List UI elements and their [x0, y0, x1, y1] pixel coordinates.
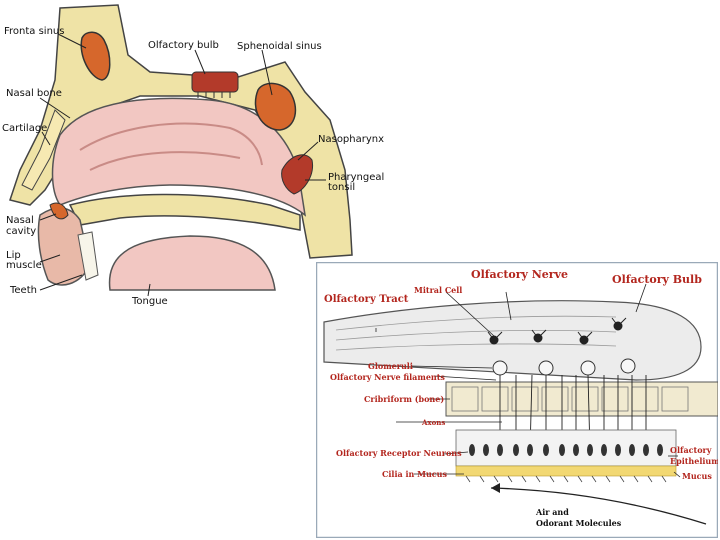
label-receptor-neurons: Olfactory Receptor Neurons	[336, 448, 462, 458]
nasal-turbinates	[79, 122, 263, 171]
label-mucus: Mucus	[682, 471, 712, 481]
tongue-shape	[108, 235, 276, 291]
glomeruli	[492, 358, 636, 376]
tract-fibers	[335, 315, 617, 351]
olfactory-leader-lines	[375, 283, 681, 478]
olfactory-bulb-tract-shape	[323, 300, 702, 381]
receptor-neurons	[469, 444, 663, 456]
label-nasal-cavity-2: cavity	[6, 226, 36, 237]
label-pharyngeal-2: tonsil	[328, 182, 355, 193]
olfactory-nerve-lines	[197, 92, 231, 98]
mucus-layer	[455, 465, 677, 477]
axons	[499, 374, 647, 453]
label-air-2: Odorant Molecules	[536, 518, 622, 528]
label-air-1: Air and	[535, 507, 569, 517]
sphenoidal-sinus	[254, 82, 297, 131]
hard-palate	[68, 193, 301, 231]
label-lip-2: muscle	[6, 260, 42, 271]
label-olfactory-nerve: Olfactory Nerve	[471, 268, 568, 281]
label-nasal-bone: Nasal bone	[6, 88, 62, 99]
label-pharyngeal-1: Pharyngeal	[328, 172, 384, 183]
label-nasopharynx: Nasopharynx	[318, 134, 384, 145]
epithelium-layer	[455, 429, 677, 467]
label-cartilage: Cartilage	[2, 123, 47, 134]
label-epithelium-2: Epithelium	[670, 456, 718, 466]
label-lip-1: Lip	[6, 250, 21, 261]
nose-cartilage	[21, 109, 66, 191]
label-nasal-cavity-1: Nasal	[6, 215, 34, 226]
label-cilia: Cilia in Mucus	[382, 469, 447, 479]
frontal-sinus	[80, 31, 111, 81]
label-tongue: Tongue	[131, 296, 168, 307]
leader-lines	[39, 33, 326, 297]
label-nerve-filaments: Olfactory Nerve filaments	[330, 372, 445, 382]
mitral-cells	[487, 317, 627, 345]
label-teeth: Teeth	[9, 285, 37, 296]
label-sphenoidal-sinus: Sphenoidal sinus	[237, 41, 322, 52]
cilia	[465, 475, 667, 483]
label-olfactory-bulb-detail: Olfactory Bulb	[612, 273, 702, 286]
label-olfactory-bulb: Olfactory bulb	[148, 40, 219, 51]
label-axons: Axons	[421, 418, 445, 427]
label-glomeruli: Glomeruli	[368, 361, 413, 371]
label-olfactory-tract: Olfactory Tract	[324, 294, 409, 305]
label-cribriform: Cribriform (bone)	[364, 394, 444, 404]
olfactory-system-diagram: Olfactory Nerve Olfactory Bulb Mitral Ce…	[316, 262, 718, 538]
teeth-shape	[77, 231, 99, 281]
nasal-cavity-diagram: Fronta sinus Olfactory bulb Sphenoidal s…	[2, 4, 384, 307]
air-flow-arrow	[490, 487, 707, 525]
label-mitral-cell: Mitral Cell	[414, 285, 462, 295]
label-epithelium-1: Olfactory	[670, 445, 712, 455]
air-flow-arrowhead	[491, 483, 500, 493]
pharyngeal-tonsil-shape	[281, 154, 314, 195]
olfactory-bulb-shape	[191, 71, 239, 93]
label-frontal-sinus: Fronta sinus	[4, 26, 64, 37]
